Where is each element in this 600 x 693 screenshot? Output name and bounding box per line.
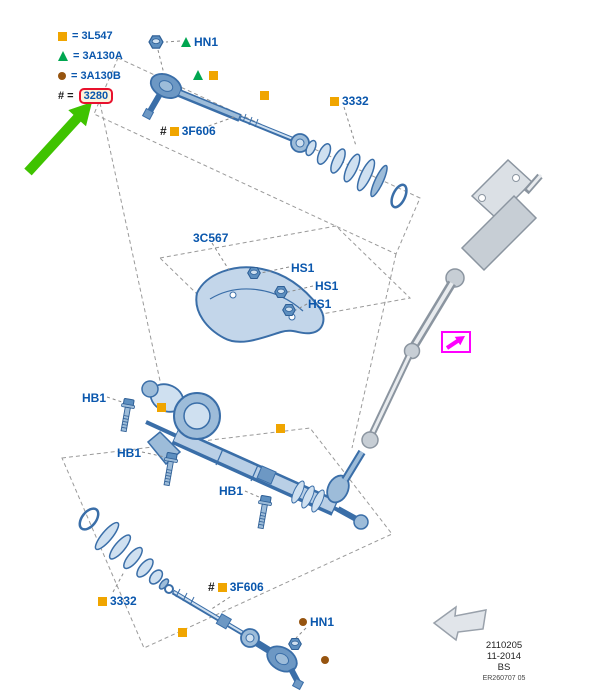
square-marker-icon — [169, 126, 179, 136]
drawing-stamp: 2110205 11-2014 BS ER260707 05 — [460, 640, 548, 684]
callout-leader-lines — [106, 40, 357, 639]
square-marker-icon — [276, 424, 285, 433]
hs1-nut[interactable] — [282, 303, 296, 317]
heat-shield-3c567[interactable] — [195, 266, 325, 343]
callout-hs1-3[interactable]: HS1 — [308, 297, 331, 311]
callout-text: HS1 — [291, 261, 315, 275]
boot-clamp-top[interactable] — [388, 183, 409, 210]
square-marker-icon — [209, 71, 218, 80]
callout-hs1-2[interactable]: HS1 — [315, 279, 338, 293]
steering-rack-3280[interactable] — [141, 379, 369, 530]
square-marker-icon — [98, 596, 107, 606]
callout-text: 3C567 — [193, 231, 229, 245]
inner-tie-rod-top[interactable] — [239, 113, 310, 153]
callout-text: HN1 — [310, 615, 335, 629]
callout-3c567[interactable]: 3C567 — [193, 231, 228, 245]
link-arrow-icon — [445, 336, 465, 350]
stamp-date: 11-2014 — [486, 651, 522, 662]
inner-tie-rod-bottom[interactable] — [171, 588, 260, 648]
current-part-number[interactable]: 3280 — [78, 88, 114, 104]
nav-arrow-icon[interactable] — [432, 605, 487, 642]
hb1-bolt[interactable] — [116, 397, 137, 433]
stamp-initials: BS — [497, 662, 511, 673]
hn1-nut-bottom[interactable] — [288, 637, 302, 651]
boot-clamp-bottom-small[interactable] — [164, 584, 174, 594]
callout-text: HB1 — [219, 484, 244, 498]
hash-marker: # — [208, 580, 215, 594]
callout-text: HS1 — [308, 297, 332, 311]
boot-bottom-3332[interactable] — [92, 520, 170, 591]
callout-hs1-1[interactable]: HS1 — [291, 261, 314, 275]
square-marker-icon — [58, 31, 67, 41]
triangle-marker-icon — [58, 51, 68, 61]
circle-marker-icon — [58, 72, 66, 80]
callout-hn1-bottom[interactable]: HN1 — [299, 615, 334, 629]
legend-text: = 3A130B — [71, 70, 121, 82]
callout-text: 3332 — [342, 94, 369, 108]
hs1-nut[interactable] — [274, 285, 288, 299]
hs1-nut[interactable] — [247, 266, 261, 280]
legend-row-current-part: # = 3280 — [58, 86, 123, 106]
square-marker-icon — [157, 403, 166, 412]
callout-3f606-top[interactable]: # 3F606 — [160, 124, 216, 138]
legend-row-3a130b: = 3A130B — [58, 66, 123, 86]
square-marker-icon — [178, 628, 187, 637]
callout-hb1-2[interactable]: HB1 — [117, 446, 141, 460]
hn1-nut-top[interactable] — [148, 35, 164, 49]
legend: = 3L547 = 3A130A = 3A130B # = 3280 — [58, 26, 123, 106]
callout-text: 3332 — [110, 594, 137, 608]
callout-text: HB1 — [82, 391, 107, 405]
square-marker-icon — [217, 582, 227, 592]
hash-marker: # = — [58, 90, 74, 102]
legend-text: = 3L547 — [72, 30, 113, 42]
callout-text: HN1 — [194, 35, 219, 49]
stamp-number: 2110205 — [485, 640, 523, 651]
callout-hn1-top[interactable]: HN1 — [181, 35, 218, 49]
outer-tie-rod-end-top[interactable] — [141, 69, 242, 122]
circle-marker-icon — [321, 656, 329, 664]
boot-top-3332[interactable] — [304, 139, 390, 198]
callout-3332-top[interactable]: 3332 — [330, 94, 369, 108]
link-arrow-button[interactable] — [441, 331, 471, 353]
square-marker-icon — [330, 96, 339, 106]
pointer-arrow-icon — [24, 102, 92, 176]
callout-frame-lines — [61, 57, 421, 649]
callout-text: HB1 — [117, 446, 142, 460]
callout-hb1-1[interactable]: HB1 — [82, 391, 106, 405]
steering-column — [361, 158, 543, 449]
legend-text: = 3A130A — [73, 50, 123, 62]
callout-3332-bottom[interactable]: 3332 — [98, 594, 137, 608]
circle-marker-icon — [299, 618, 307, 626]
callout-3f606-bottom[interactable]: # 3F606 — [208, 580, 264, 594]
square-marker-icon — [260, 91, 269, 100]
legend-row-3l547: = 3L547 — [58, 26, 123, 46]
callout-hb1-3[interactable]: HB1 — [219, 484, 243, 498]
callout-text: 3F606 — [181, 124, 216, 138]
hash-marker: # — [160, 124, 167, 138]
hb1-bolt[interactable] — [253, 494, 274, 530]
callout-text: 3F606 — [229, 580, 264, 594]
triangle-marker-icon — [181, 37, 191, 47]
boot-clamp-bottom[interactable] — [76, 505, 102, 533]
stamp-reference: ER260707 05 — [482, 675, 526, 682]
outer-tie-rod-end-bottom[interactable] — [255, 640, 305, 691]
legend-row-3a130a: = 3A130A — [58, 46, 123, 66]
callout-text: HS1 — [315, 279, 339, 293]
triangle-marker-icon — [193, 70, 203, 80]
